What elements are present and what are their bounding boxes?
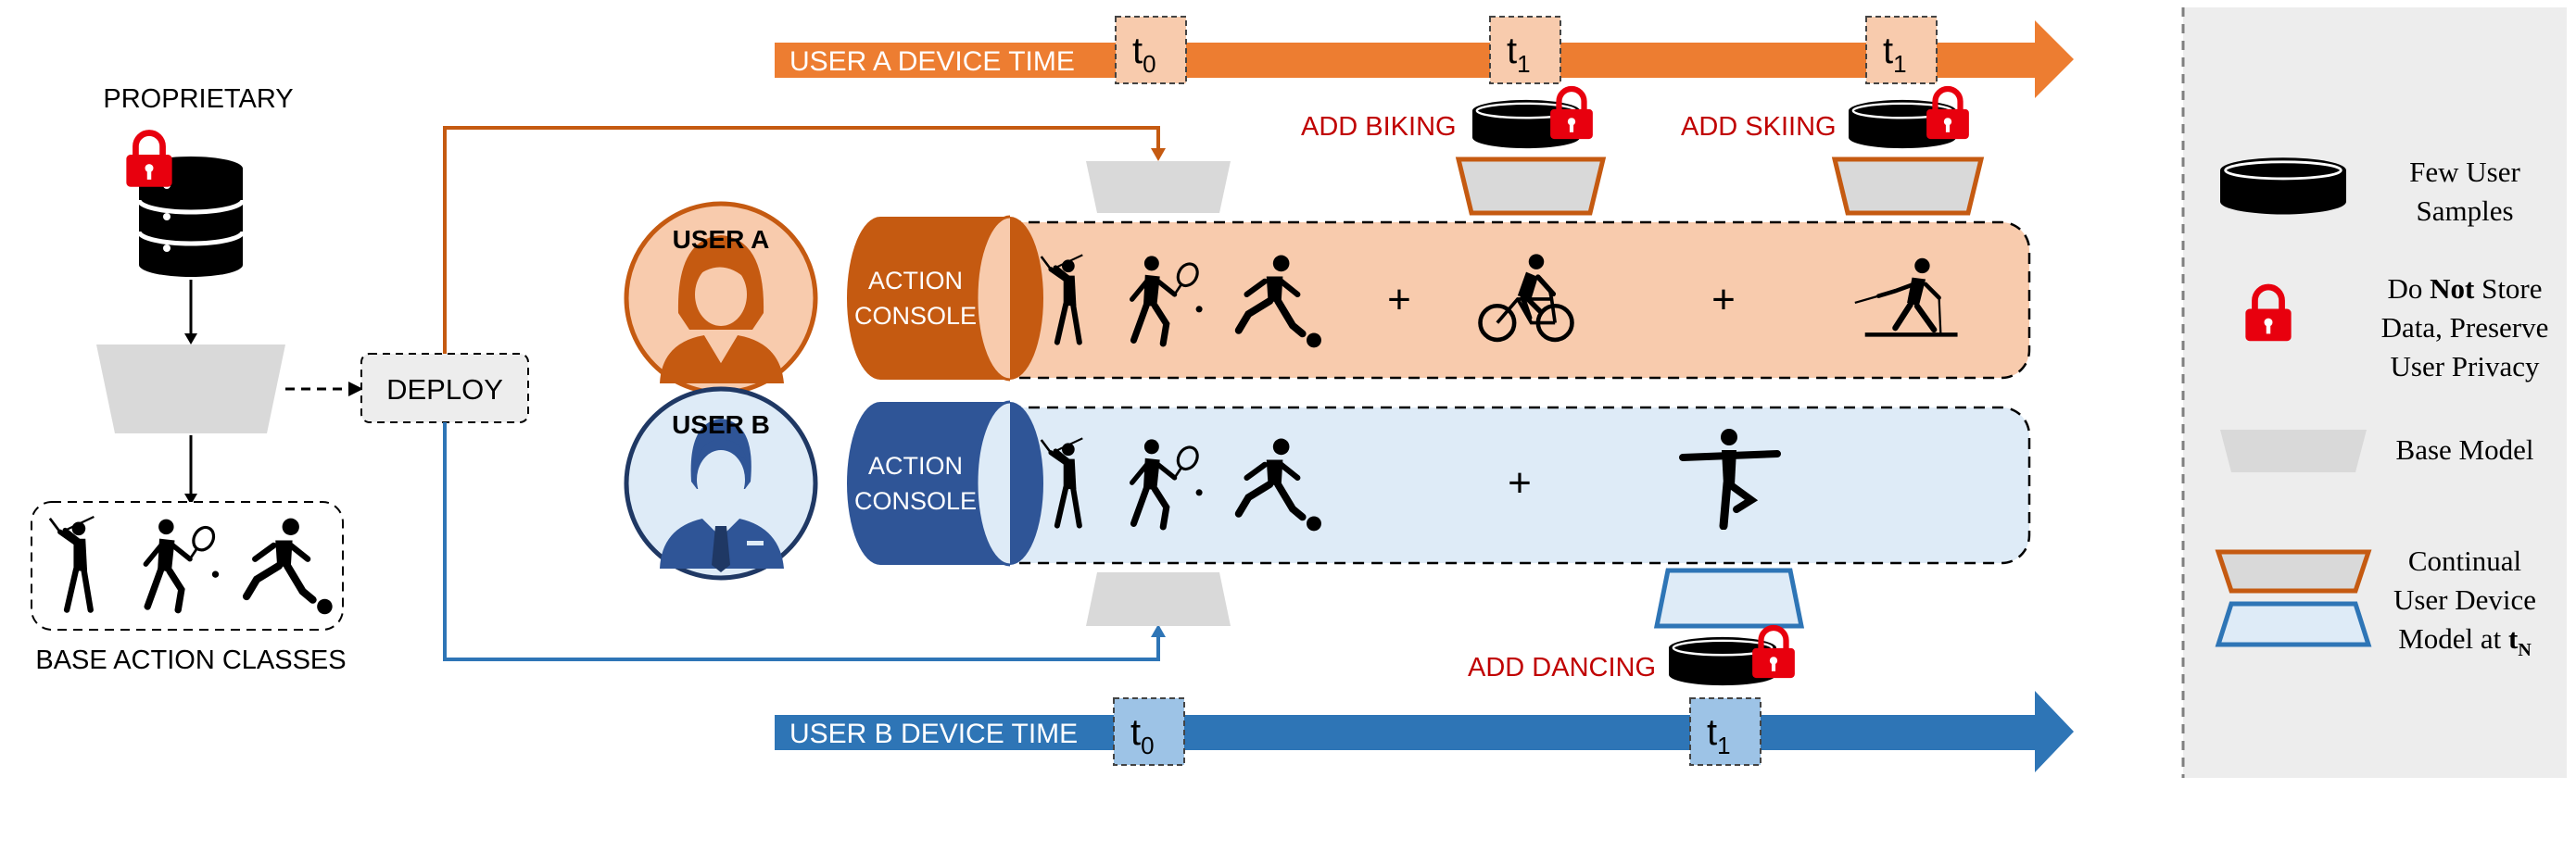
legend-continual-line2: User Device bbox=[2393, 583, 2536, 616]
user-b-row: ACTION CONSOLE USER B + bbox=[624, 386, 2031, 581]
addition-skiing: ADD SKIING bbox=[1681, 89, 1985, 216]
lock-icon bbox=[1926, 89, 1969, 139]
timeline-b-tick-1: t1 bbox=[1689, 697, 1762, 766]
svg-text:t1: t1 bbox=[1507, 31, 1531, 78]
user-b-console: ACTION CONSOLE bbox=[847, 400, 1043, 567]
legend-privacy-line2: Data, Preserve bbox=[2381, 311, 2549, 344]
deploy-label: DEPLOY bbox=[386, 373, 503, 406]
legend-continual-line1: Continual bbox=[2408, 545, 2521, 577]
user-b-console-line1: ACTION bbox=[868, 452, 963, 480]
svg-text:t1: t1 bbox=[1883, 31, 1907, 78]
legend-continual-model-orange bbox=[2215, 549, 2372, 594]
user-a-console-line2: CONSOLE bbox=[854, 302, 977, 330]
user-b-base-model bbox=[1086, 572, 1231, 626]
addition-dancing: ADD DANCING bbox=[1468, 568, 1805, 687]
left-section: PROPRIETARY DEPLOY BASE ACTION CLASSES bbox=[31, 84, 1166, 675]
svg-text:t0: t0 bbox=[1132, 31, 1156, 78]
timeline-b-arrow bbox=[775, 691, 2074, 772]
user-samples-icon bbox=[2218, 156, 2348, 216]
legend-base-model-icon bbox=[2220, 430, 2367, 472]
user-a-plus-2: + bbox=[1711, 277, 1736, 322]
svg-text:t0: t0 bbox=[1130, 712, 1155, 759]
user-a-model-t1 bbox=[1455, 157, 1607, 216]
user-b-band bbox=[980, 406, 2031, 565]
lock-icon bbox=[1550, 89, 1593, 139]
user-b-plus: + bbox=[1508, 460, 1532, 506]
add-biking-label: ADD BIKING bbox=[1301, 112, 1457, 142]
user-a-row: ACTION CONSOLE USER A + + bbox=[624, 201, 2031, 395]
deploy-line-user-b bbox=[443, 422, 1160, 661]
legend-continual-line3: Model at tN bbox=[2398, 622, 2532, 660]
legend-few-samples-line2: Samples bbox=[2416, 194, 2513, 227]
legend-base-model: Base Model bbox=[2396, 433, 2534, 466]
timeline-a-label: USER A DEVICE TIME bbox=[789, 46, 1075, 77]
legend-few-samples-line1: Few User bbox=[2409, 156, 2520, 188]
legend: Few User Samples Do Not Store Data, Pres… bbox=[2181, 7, 2567, 778]
legend-privacy-line3: User Privacy bbox=[2391, 350, 2540, 382]
user-a-plus-1: + bbox=[1387, 277, 1411, 322]
add-dancing-label: ADD DANCING bbox=[1468, 653, 1656, 683]
lock-icon bbox=[1752, 628, 1795, 678]
user-a-model-t1-skiing bbox=[1831, 157, 1985, 216]
add-skiing-label: ADD SKIING bbox=[1681, 112, 1837, 142]
user-a-name: USER A bbox=[673, 225, 770, 254]
user-male-icon bbox=[624, 386, 818, 581]
timeline-a-tick-2: t1 bbox=[1865, 16, 1938, 84]
lock-icon bbox=[126, 133, 171, 187]
svg-text:t1: t1 bbox=[1707, 712, 1731, 759]
timeline-user-a: USER A DEVICE TIME t0 t1 t1 bbox=[775, 16, 2074, 98]
legend-panel bbox=[2183, 7, 2567, 778]
base-classes-box bbox=[31, 501, 344, 631]
timeline-a-tick-0: t0 bbox=[1115, 16, 1187, 84]
proprietary-label: PROPRIETARY bbox=[103, 84, 293, 114]
addition-biking: ADD BIKING bbox=[1301, 89, 1607, 216]
deploy-line-user-a bbox=[443, 126, 1160, 354]
user-a-console-line1: ACTION bbox=[868, 267, 963, 294]
timeline-user-b: USER B DEVICE TIME t0 t1 bbox=[775, 691, 2074, 772]
timeline-b-label: USER B DEVICE TIME bbox=[789, 719, 1078, 749]
timeline-a-tick-1: t1 bbox=[1489, 16, 1561, 84]
user-b-console-line2: CONSOLE bbox=[854, 487, 977, 515]
timeline-b-tick-0: t0 bbox=[1113, 697, 1185, 766]
timeline-a-arrow bbox=[775, 20, 2074, 98]
user-b-model-t1 bbox=[1653, 568, 1805, 629]
user-female-icon bbox=[624, 201, 818, 395]
user-a-band bbox=[980, 220, 2031, 380]
legend-continual-model-blue bbox=[2215, 601, 2372, 647]
user-a-console: ACTION CONSOLE bbox=[847, 215, 1043, 382]
user-b-name: USER B bbox=[672, 410, 770, 439]
user-a-base-model bbox=[1086, 161, 1231, 213]
legend-privacy-line1: Do Not Store bbox=[2387, 272, 2542, 305]
base-action-classes-label: BASE ACTION CLASSES bbox=[35, 645, 346, 675]
base-model-trapezoid bbox=[96, 345, 285, 433]
